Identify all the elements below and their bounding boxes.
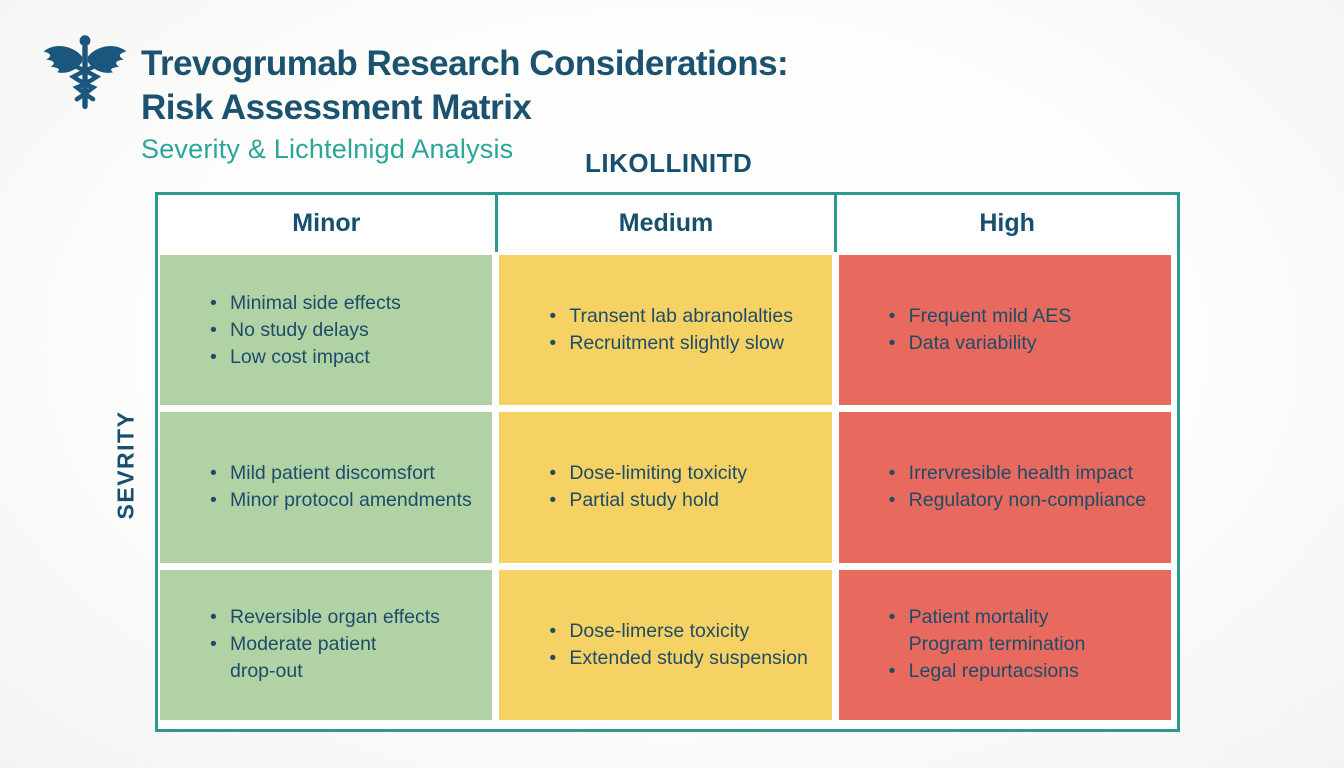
risk-item: Regulatory non-compliance [887,487,1159,514]
risk-item: No study delays [208,317,480,344]
risk-item-list: Dose-limerse toxicity Extended study sus… [547,618,819,672]
risk-item-list: Patient mortality Program termination Le… [887,604,1159,685]
matrix-cell-r2-high: Irrervresible health impact Regulatory n… [838,412,1171,563]
matrix-cell-r3-medium: Dose-limerse toxicity Extended study sus… [499,569,832,720]
risk-item: Minor protocol amendments [208,487,480,514]
column-header-minor: Minor [158,195,498,252]
risk-item: Program termination [908,633,1086,656]
risk-item-list: Transent lab abranolalties Recruitment s… [547,303,819,357]
page-title-line2: Risk Assessment Matrix [141,88,532,127]
matrix-cell-r3-minor: Reversible organ effects Moderate patien… [160,569,493,720]
matrix-cell-r1-medium: Transent lab abranolalties Recruitment s… [499,255,832,406]
risk-item: Extended study suspension [547,645,819,672]
caduceus-icon [43,35,127,110]
risk-item: Recruitment slightly slow [547,330,819,357]
risk-item: Low cost impact [208,344,480,371]
risk-item: Frequent mild AES [887,303,1159,330]
risk-item-list: Frequent mild AES Data variability [887,303,1159,357]
risk-item: Reversible organ effects [208,604,480,631]
matrix-body: Minimal side effects No study delays Low… [158,252,1177,729]
risk-item: Transent lab abranolalties [547,303,819,330]
matrix-cell-r1-high: Frequent mild AES Data variability [838,255,1171,406]
column-header-high: High [979,209,1035,237]
risk-item: Patient mortality [887,604,1159,631]
matrix-cell-r3-high: Patient mortality Program termination Le… [838,569,1171,720]
risk-item: Irrervresible health impact [887,460,1159,487]
matrix-cell-r2-medium: Dose-limiting toxicity Partial study hol… [499,412,832,563]
risk-item: Mild patient discomsfort [208,460,480,487]
page-title-line1: Trevogrumab Research Considerations: [141,44,789,83]
column-header-medium: Medium [498,195,838,252]
risk-item: Legal repurtacsions [887,658,1159,685]
severity-axis-label: SEVRITY [112,410,139,520]
risk-item-list: Mild patient discomsfort Minor protocol … [208,460,480,514]
risk-item: Partial study hold [547,487,819,514]
risk-item: Minimal side effects [208,290,480,317]
risk-item-list: Minimal side effects No study delays Low… [208,290,480,371]
matrix-cell-r1-minor: Minimal side effects No study delays Low… [160,255,493,406]
risk-item: Moderate patient drop-out [208,631,480,685]
likelihood-axis-label: LIKOLLINITD [585,148,753,178]
matrix-cell-r2-minor: Mild patient discomsfort Minor protocol … [160,412,493,563]
risk-matrix: Minor Medium High Minimal side effects N… [155,192,1180,732]
page-subtitle: Severity & Lichtelnigd Analysis [141,134,514,164]
risk-item-list: Dose-limiting toxicity Partial study hol… [547,460,819,514]
risk-item: Data variability [887,330,1159,357]
page-title: Trevogrumab Research Considerations: Ris… [141,42,789,130]
risk-item: Dose-limerse toxicity [547,618,819,645]
risk-item-list: Irrervresible health impact Regulatory n… [887,460,1159,514]
risk-item-list: Reversible organ effects Moderate patien… [208,604,480,685]
matrix-header-row: Minor Medium High [158,195,1177,252]
risk-item: Dose-limiting toxicity [547,460,819,487]
